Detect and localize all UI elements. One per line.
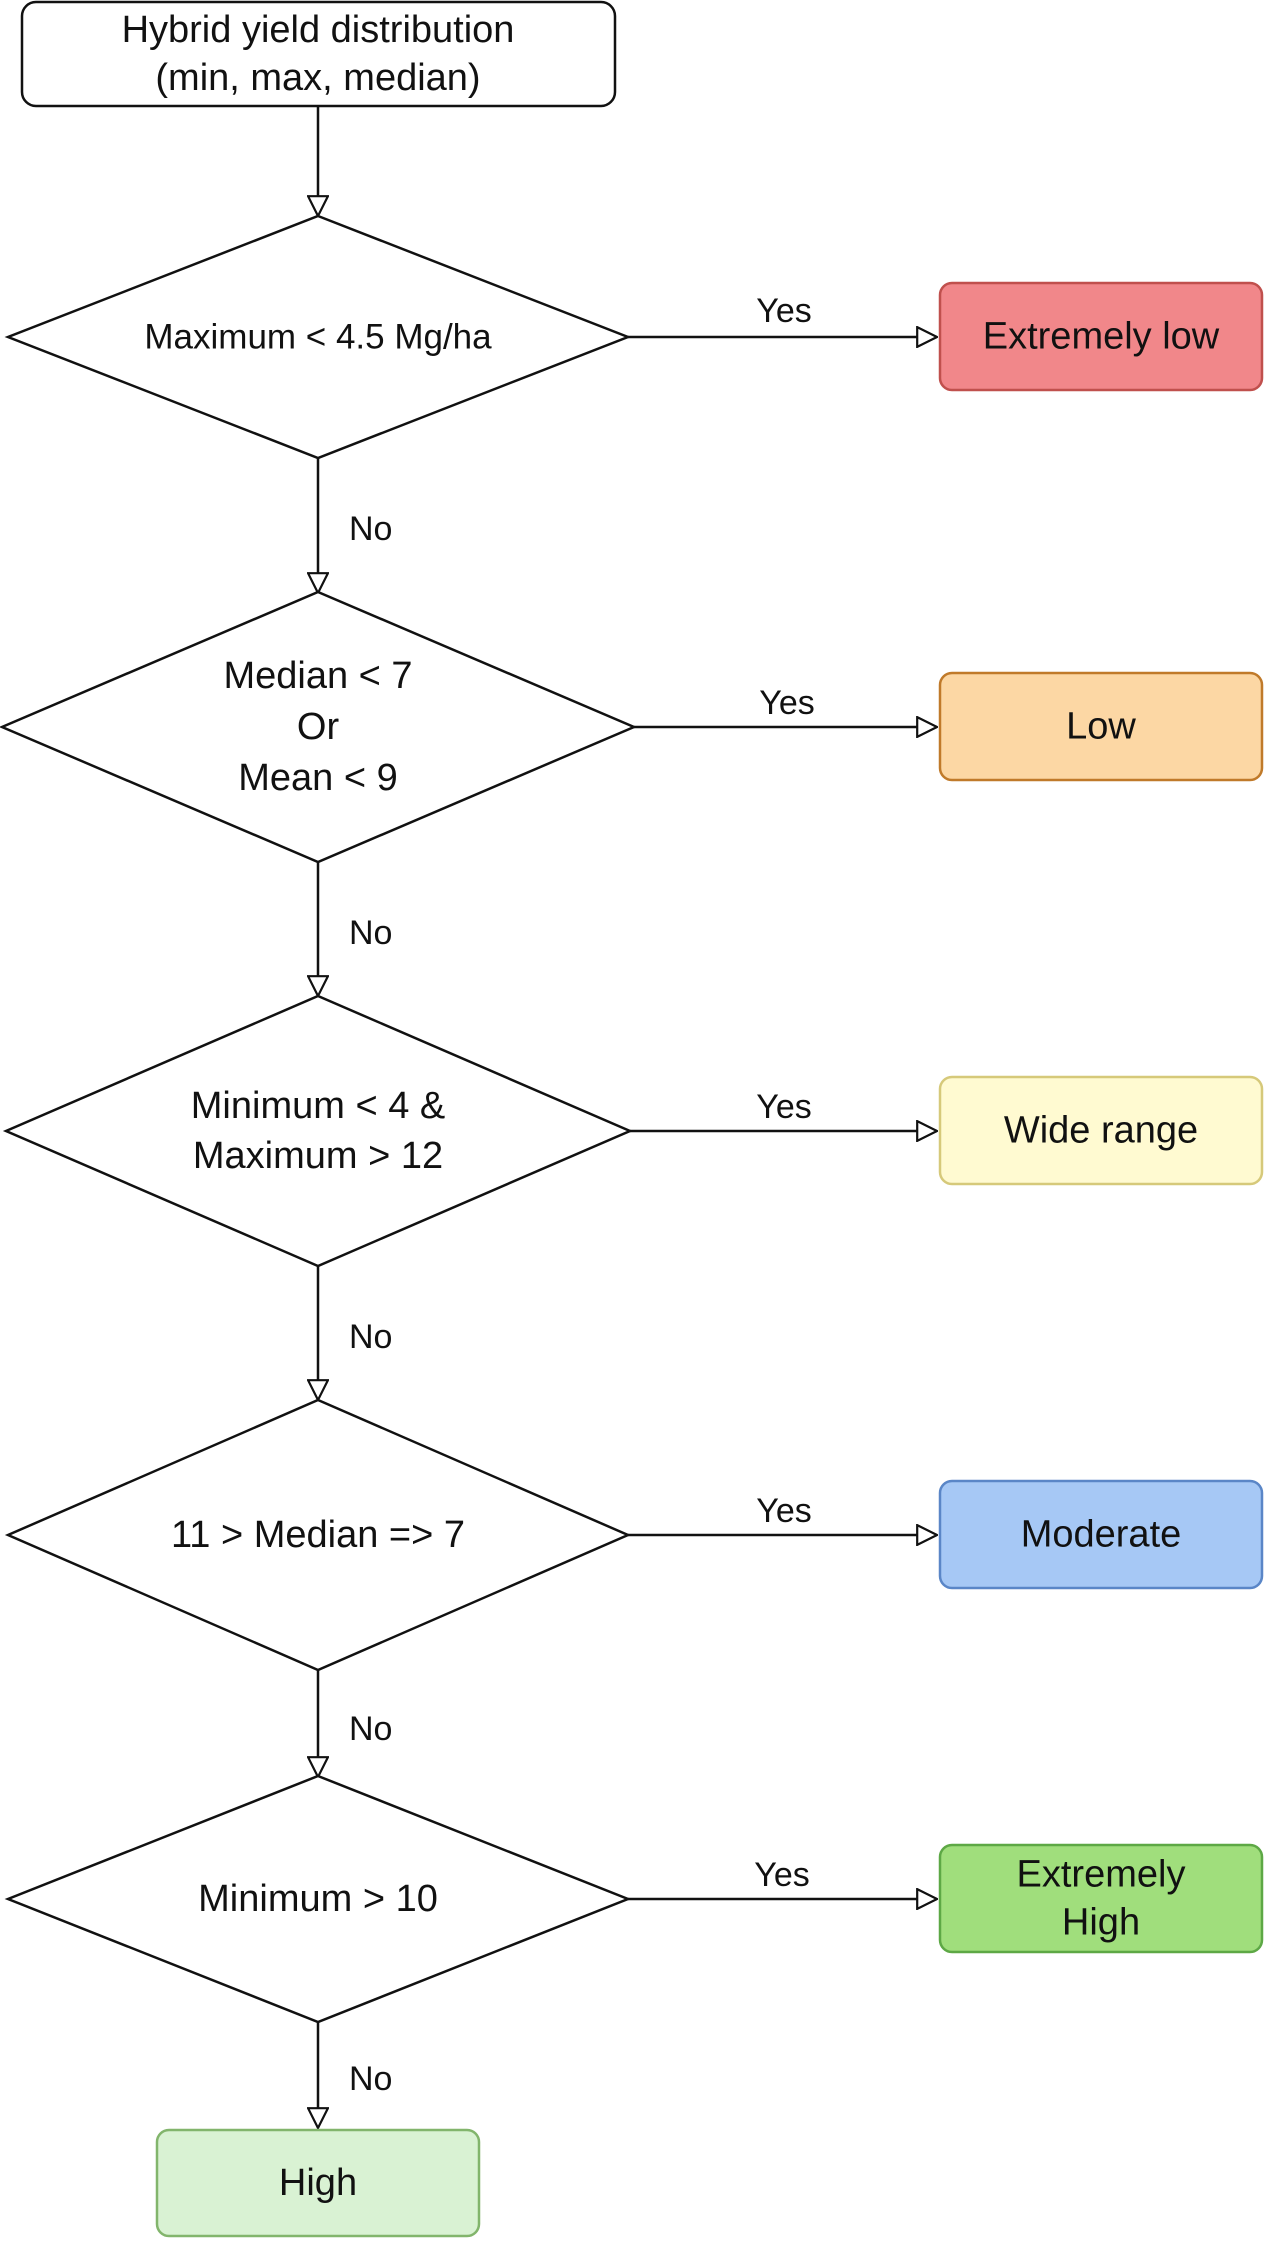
start-label: Hybrid yield distribution xyxy=(122,9,515,51)
node-text: Hybrid yield distribution (min, max, medi… xyxy=(122,9,1220,2204)
final-node xyxy=(155,2128,481,2238)
final-high-box xyxy=(155,2128,481,2238)
outcome-extremely-low-box xyxy=(938,281,1264,392)
edge-labels: Yes Yes Yes Yes Yes No No No No No xyxy=(349,292,815,2098)
decision-diamond-3 xyxy=(2,994,634,1268)
outcome-label: Extremely low xyxy=(983,316,1220,358)
decision-label: Median < 7 xyxy=(223,655,412,697)
outcome-moderate-box xyxy=(938,1479,1264,1590)
outcome-wide-range-box xyxy=(938,1075,1264,1186)
yes-label: Yes xyxy=(756,292,811,330)
decision-label: Or xyxy=(297,706,340,748)
no-label: No xyxy=(349,1710,392,1748)
outcome-label: High xyxy=(1062,1902,1140,1944)
outcome-extremely-high-box xyxy=(938,1843,1264,1954)
decision-diamond-5 xyxy=(4,1774,632,2024)
start-label: (min, max, median) xyxy=(155,57,480,99)
outcome-label: Moderate xyxy=(1021,1514,1182,1556)
no-label: No xyxy=(349,914,392,952)
decision-diamond-2 xyxy=(0,590,638,864)
decision-diamond-1 xyxy=(4,214,632,460)
decision-label: Minimum > 10 xyxy=(198,1878,438,1920)
start-node xyxy=(20,0,617,108)
outcome-low-box xyxy=(938,671,1264,782)
yes-label: Yes xyxy=(759,684,814,722)
decision-label: Minimum < 4 & xyxy=(191,1085,445,1127)
yes-label: Yes xyxy=(756,1088,811,1126)
decision-label: Maximum < 4.5 Mg/ha xyxy=(144,318,492,357)
no-label: No xyxy=(349,510,392,548)
final-label: High xyxy=(279,2162,357,2204)
no-label: No xyxy=(349,2060,392,2098)
decisions xyxy=(0,214,638,2024)
decision-label: Mean < 9 xyxy=(238,757,398,799)
outcome-label: Extremely xyxy=(1017,1854,1186,1896)
yes-label: Yes xyxy=(754,1856,809,1894)
decision-label: Maximum > 12 xyxy=(193,1135,443,1177)
decision-label: 11 > Median => 7 xyxy=(171,1514,465,1556)
outcomes xyxy=(938,281,1264,1954)
outcome-label: Wide range xyxy=(1004,1110,1198,1152)
outcome-label: Low xyxy=(1066,706,1136,748)
no-label: No xyxy=(349,1318,392,1356)
start-box xyxy=(20,0,617,108)
connectors xyxy=(318,106,937,2128)
decision-diamond-4 xyxy=(4,1398,632,1672)
yes-label: Yes xyxy=(756,1492,811,1530)
